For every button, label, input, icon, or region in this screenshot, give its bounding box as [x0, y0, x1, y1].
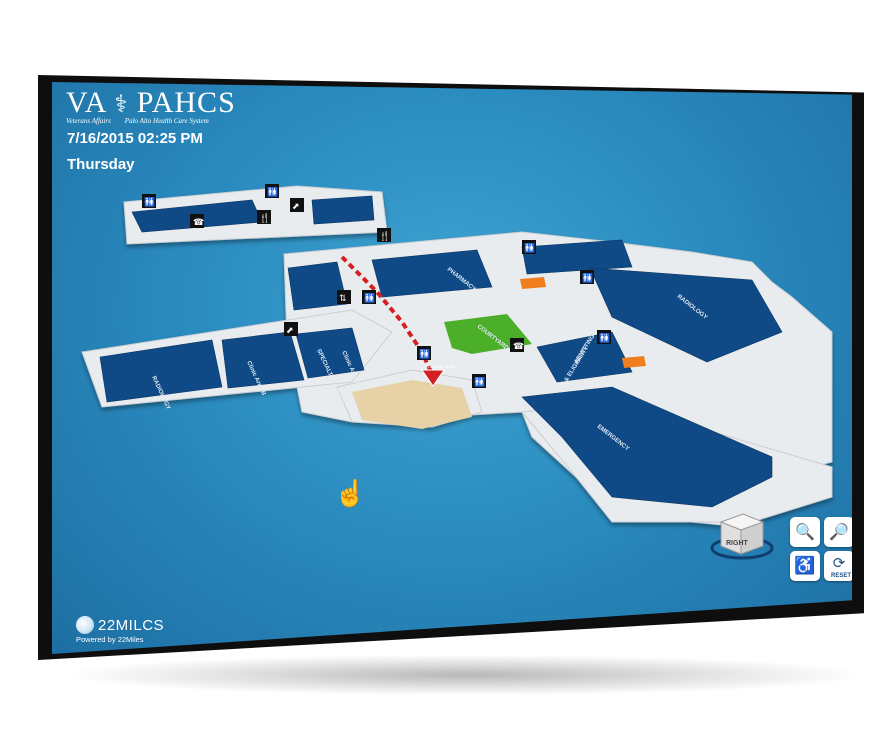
room-emergency — [521, 386, 773, 508]
label-you-are-here: YOU ARE HERE — [425, 364, 455, 369]
view-cube[interactable]: RIGHT — [710, 513, 774, 560]
stairs-icon: ⬈ — [284, 322, 298, 336]
highlight-room-left — [520, 277, 546, 289]
highlight-room-right — [622, 356, 646, 368]
svg-text:☎: ☎ — [193, 217, 204, 227]
logo-subtitle-right: Palo Alto Health Care System — [124, 117, 209, 125]
restroom-icon: 🚻 — [597, 330, 611, 344]
svg-text:🚻: 🚻 — [524, 242, 535, 253]
brand-22miles: 22MILCS Powered by 22Miles — [76, 616, 164, 644]
date-time: 7/16/2015 02:25 PM — [67, 130, 203, 147]
view-cube-label: RIGHT — [726, 540, 749, 547]
restaurant-icon: 🍴 — [377, 228, 391, 242]
room-top-right — [521, 239, 633, 275]
you-are-here-marker[interactable] — [421, 369, 445, 387]
svg-text:🚻: 🚻 — [582, 272, 593, 283]
svg-text:⇅: ⇅ — [339, 293, 347, 303]
phone-icon: ☎ — [510, 338, 524, 352]
powered-by: Powered by 22Miles — [76, 635, 144, 644]
room-top-center — [311, 195, 375, 225]
svg-text:🚻: 🚻 — [419, 348, 430, 359]
logo-pahcs: PAHCS — [136, 86, 236, 119]
reset-label: RESET — [830, 573, 851, 579]
zoom-in-button[interactable]: 🔍 — [790, 517, 820, 547]
caduceus-icon: ⚕ — [114, 92, 129, 118]
svg-text:🍴: 🍴 — [259, 212, 270, 224]
svg-text:🚻: 🚻 — [474, 376, 485, 387]
touch-hand-icon: ☝ — [334, 477, 366, 509]
room-radiology-left — [99, 339, 223, 403]
floor-map[interactable]: RADIOLOGY Clinic Area B SPECIALTY CLINIC… — [52, 82, 852, 654]
screen-shadow — [70, 655, 860, 695]
restaurant-icon: 🍴 — [257, 210, 271, 224]
stairs-icon: ⬈ — [290, 198, 304, 212]
logo-va: VA — [66, 86, 106, 119]
restroom-icon: 🚻 — [265, 184, 279, 198]
va-pahcs-logo: VA ⚕ PAHCS Veterans Affairs Palo Alto He… — [66, 86, 236, 125]
zoom-out-icon: 🔎 — [829, 524, 849, 541]
restroom-icon: 🚻 — [472, 374, 486, 388]
room-clinic-a — [295, 327, 365, 379]
svg-text:⬈: ⬈ — [286, 325, 294, 335]
svg-text:☎: ☎ — [513, 341, 524, 351]
svg-text:🚻: 🚻 — [144, 196, 155, 207]
reset-icon: ⟳ — [832, 555, 846, 572]
svg-text:🍴: 🍴 — [379, 230, 390, 242]
svg-text:🚻: 🚻 — [267, 186, 278, 197]
brand-name: 22MILCS — [98, 616, 165, 634]
elevator-icon: ⇅ — [337, 290, 351, 304]
svg-text:⬈: ⬈ — [292, 201, 300, 211]
kiosk-screen: VA ⚕ PAHCS Veterans Affairs Palo Alto He… — [52, 82, 852, 654]
room-radiology-right — [589, 267, 783, 363]
reset-button[interactable]: ⟳ RESET — [824, 551, 852, 581]
svg-text:🚻: 🚻 — [599, 332, 610, 343]
day-of-week: Thursday — [67, 156, 135, 173]
room-clinic-b — [221, 331, 305, 389]
room-blocks — [99, 195, 783, 508]
lobby-area — [352, 380, 472, 429]
svg-text:🚻: 🚻 — [364, 292, 375, 303]
zoom-in-icon: 🔍 — [795, 524, 815, 541]
restroom-icon: 🚻 — [142, 194, 156, 208]
restroom-icon: 🚻 — [580, 270, 594, 284]
wheelchair-icon: ♿ — [794, 556, 816, 575]
room-admitting — [536, 331, 633, 383]
restroom-icon: 🚻 — [522, 240, 536, 254]
phone-icon: ☎ — [190, 214, 204, 228]
logo-subtitle-left: Veterans Affairs — [66, 117, 111, 125]
room-pharmacy — [371, 249, 493, 298]
22miles-logo-icon — [76, 616, 94, 634]
accessibility-button[interactable]: ♿ — [790, 551, 820, 581]
restroom-icon: 🚻 — [417, 346, 431, 360]
restroom-icon: 🚻 — [362, 290, 376, 304]
zoom-out-button[interactable]: 🔎 — [824, 517, 852, 547]
